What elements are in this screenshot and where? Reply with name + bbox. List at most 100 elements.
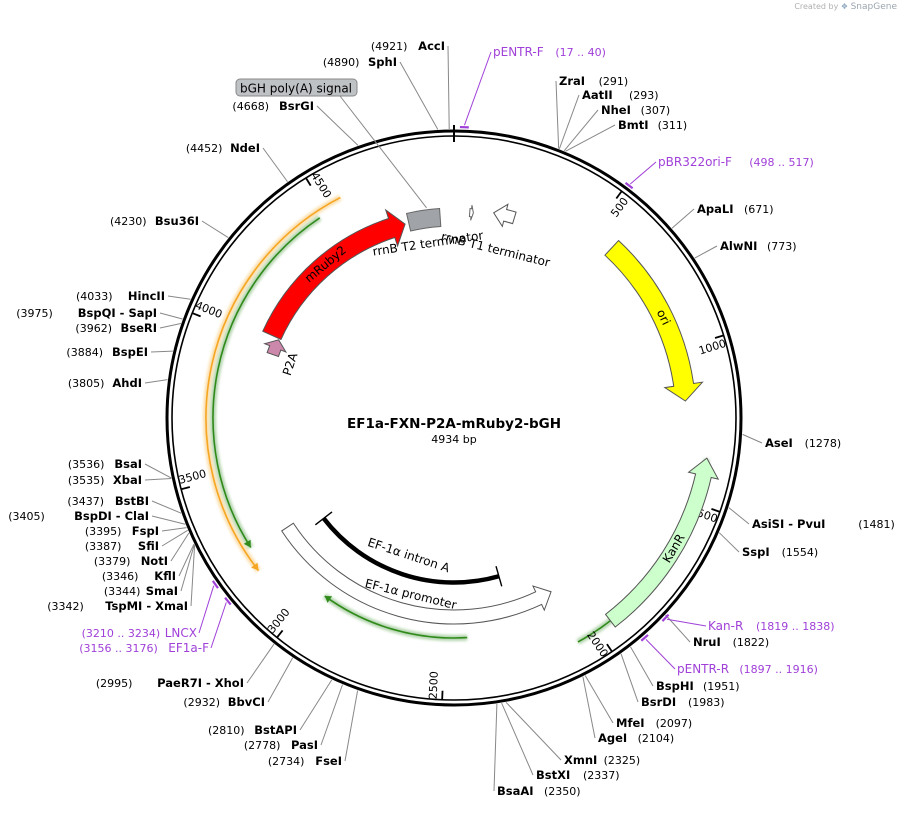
site-bsphi: BspHI(1951) xyxy=(630,646,740,693)
site-pos-sphi: (4890) xyxy=(323,56,360,69)
site-name-xbai: XbaI xyxy=(113,473,142,487)
site-name-sspi: SspI xyxy=(742,545,770,559)
tick-mark-4000 xyxy=(191,312,201,318)
site-apali: ApaLI(671) xyxy=(671,202,774,229)
primer-pentr-f: pENTR-F(17 .. 40) xyxy=(459,45,606,129)
site-name-alwni: AlwNI xyxy=(720,239,757,253)
site-asei: AseI (1278) xyxy=(742,433,842,450)
primer-lncx: LNCX (3210 .. 3234) xyxy=(82,580,219,640)
backbone xyxy=(165,125,743,707)
site-pos-bbvci: (2932) xyxy=(183,696,220,709)
plasmid-name: EF1a-FXN-P2A-mRuby2-bGH xyxy=(347,416,561,432)
site-pos-bspdi-clai: (3405) xyxy=(8,510,45,523)
site-name-fsei: FseI xyxy=(315,754,342,768)
primer-range-pentr-f: (17 .. 40) xyxy=(555,46,606,59)
primer-name-lncx: LNCX xyxy=(165,626,197,640)
site-name-bspdi-clai: BspDI - ClaI xyxy=(74,509,149,523)
site-name-asei: AseI xyxy=(765,436,793,450)
primer-range-lncx: (3210 .. 3234) xyxy=(82,627,161,640)
site-name-bsrgi: BsrGI xyxy=(279,99,314,113)
primer-range-pentr-r: (1897 .. 1916) xyxy=(739,663,818,676)
site-name-noti: NotI xyxy=(141,554,168,568)
site-ndei: NdeI (4452) xyxy=(186,141,288,183)
primer-layer: pENTR-F(17 .. 40)pBR322ori-F(498 .. 517)… xyxy=(79,45,834,676)
site-name-bstxi: BstXI xyxy=(536,768,570,782)
tick-label-3500: 3500 xyxy=(177,467,207,487)
site-pos-bspei: (3884) xyxy=(66,346,103,359)
site-pos-paer7i-xhoi: (2995) xyxy=(96,677,133,690)
site-name-bsrdi: BsrDI xyxy=(641,695,676,709)
feature-rrnb-t1-terminator: rrnB T1 terminator xyxy=(440,203,552,270)
site-name-nrui: NruI xyxy=(693,635,721,649)
primer-name-pbr322ori-f: pBR322ori-F xyxy=(658,155,732,169)
site-pos-sspi: (1554) xyxy=(782,546,819,559)
site-pos-ahdi: (3805) xyxy=(68,377,105,390)
primer-pentr-r: pENTR-R (1897 .. 1916) xyxy=(640,634,818,676)
site-name-sphi: SphI xyxy=(368,55,397,69)
site-pos-bsai: (3536) xyxy=(68,458,105,471)
site-bsrgi: BsrGI(4668) xyxy=(232,99,359,146)
tick-mark-4500 xyxy=(305,177,312,187)
site-pos-xbai: (3535) xyxy=(68,474,105,487)
site-bsaai: BsaAI(2350) xyxy=(493,703,581,798)
site-pos-agei: (2104) xyxy=(638,732,675,745)
primer-name-pentr-r: pENTR-R xyxy=(677,662,729,676)
site-ahdi: AhdI(3805) xyxy=(68,376,168,390)
feature-mruby2: mRuby2 xyxy=(262,208,406,341)
feature-kanr: KanR xyxy=(604,457,720,628)
tick-label-4000: 4000 xyxy=(193,299,224,321)
site-name-bseri: BseRI xyxy=(120,321,157,335)
feature-p2a: P2A xyxy=(263,339,301,377)
bgh-polya-signal-text: bGH poly(A) signal xyxy=(240,82,352,96)
site-pos-bseri: (3962) xyxy=(75,322,112,335)
site-bspdi-clai: BspDI - ClaI (3405) xyxy=(8,509,186,525)
site-nrui: NruI (1822) xyxy=(665,614,770,649)
site-pos-bmti: (311) xyxy=(658,119,688,132)
tick-mark-1500 xyxy=(711,508,721,513)
tick-mark-2000 xyxy=(606,643,613,653)
site-pos-bstapi: (2810) xyxy=(208,724,245,737)
site-name-pasi: PasI xyxy=(291,738,318,752)
site-name-apali: ApaLI xyxy=(697,202,734,216)
site-pos-bsphi: (1951) xyxy=(703,680,740,693)
tick-label-2500: 2500 xyxy=(427,671,441,700)
site-bmti: BmtI(311) xyxy=(565,118,688,152)
site-bsrdi: BsrDI (1983) xyxy=(620,653,725,709)
feature-label-ori: ori xyxy=(654,307,673,327)
site-pos-asei: (1278) xyxy=(805,437,842,450)
site-name-asisi-pvui: AsiSI - PvuI xyxy=(752,517,825,531)
site-pos-aatii: (293) xyxy=(629,89,659,102)
site-bsai: BsaI (3536) xyxy=(68,457,172,479)
site-hincii: HincII(4033) xyxy=(76,289,191,303)
site-name-bspei: BspEI xyxy=(112,345,148,359)
site-pos-fsei: (2734) xyxy=(268,755,305,768)
tick-mark-500 xyxy=(615,190,623,200)
primer-ef1a-f: EF1a-F(3156 .. 3176) xyxy=(79,596,232,655)
site-name-bsaai: BsaAI xyxy=(497,784,534,798)
plasmid-size: 4934 bp xyxy=(431,433,476,446)
watermark-prefix: Created by xyxy=(794,2,839,11)
site-pos-bspqi-sapi: (3975) xyxy=(16,307,53,320)
site-name-bsai: BsaI xyxy=(114,457,142,471)
site-bstapi: BstAPI (2810) xyxy=(208,679,333,737)
site-pos-xmni: (2325) xyxy=(604,754,641,767)
site-layer: AccI(4921)SphI (4890) BsrGI(4668)NdeI (4452… xyxy=(8,39,895,798)
site-name-bstapi: BstAPI xyxy=(254,723,297,737)
site-xbai: XbaI (3535) xyxy=(68,473,172,487)
tick-label-3000: 3000 xyxy=(265,606,293,636)
site-acci: AccI(4921) xyxy=(371,39,450,130)
site-pos-tspmi-xmai: (3342) xyxy=(47,600,84,613)
site-pos-ndei: (4452) xyxy=(186,142,223,155)
site-pos-nrui: (1822) xyxy=(733,636,770,649)
site-pos-bstxi: (2337) xyxy=(583,769,620,782)
tick-mark-1000 xyxy=(714,334,724,339)
center-title: EF1a-FXN-P2A-mRuby2-bGH 4934 bp xyxy=(347,416,561,446)
site-pos-bsrdi: (1983) xyxy=(688,696,725,709)
feature-label-rrnb-t1-terminator: rrnB T1 terminator xyxy=(440,229,552,269)
site-name-ndei: NdeI xyxy=(230,141,260,155)
site-bspei: BspEI (3884) xyxy=(66,345,173,359)
site-agei: AgeI(2104) xyxy=(582,676,675,745)
tick-label-1000: 1000 xyxy=(697,337,728,358)
site-name-aatii: AatII xyxy=(582,88,613,102)
